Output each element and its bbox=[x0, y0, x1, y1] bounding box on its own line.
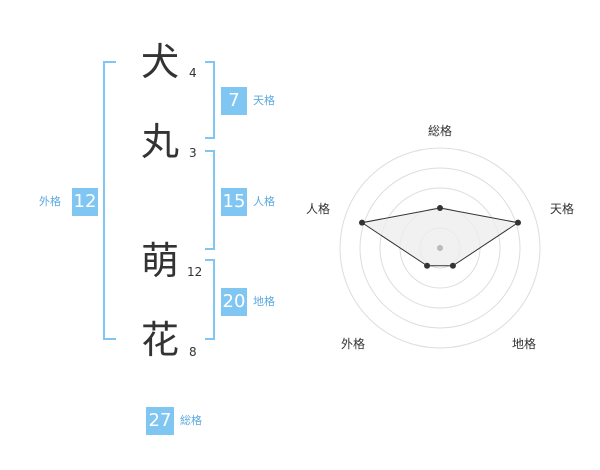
jinkaku-label: 人格 bbox=[253, 195, 275, 208]
chikaku-label: 地格 bbox=[253, 295, 275, 308]
jinkaku-value: 15 bbox=[221, 188, 247, 216]
radar-area bbox=[360, 207, 520, 267]
name-char-2-strokes: 3 bbox=[189, 146, 197, 160]
radar-ring bbox=[339, 147, 541, 349]
radar-label-tenkaku: 天格 bbox=[549, 202, 574, 216]
soukaku-value: 27 bbox=[146, 407, 174, 435]
radar-label-gaikaku: 外格 bbox=[340, 337, 365, 351]
chikaku-value: 20 bbox=[221, 288, 247, 316]
tenkaku-bracket bbox=[205, 61, 215, 139]
soukaku-label: 総格 bbox=[180, 414, 202, 427]
radar-ring bbox=[379, 187, 501, 309]
radar-point-chikaku bbox=[449, 262, 456, 269]
name-char-3-strokes: 12 bbox=[187, 265, 203, 279]
tenkaku-label: 天格 bbox=[253, 94, 275, 107]
radar-label-jinkaku: 人格 bbox=[305, 202, 330, 216]
gaikaku-label: 外格 bbox=[39, 195, 61, 208]
chikaku-bracket bbox=[205, 259, 215, 340]
name-char-4: 花 bbox=[140, 318, 179, 362]
radar-point-tenkaku bbox=[514, 219, 521, 226]
radar-label-soukaku: 総格 bbox=[427, 124, 452, 138]
name-char-4-strokes: 8 bbox=[189, 345, 197, 359]
name-char-3: 萌 bbox=[140, 239, 179, 283]
name-char-1-strokes: 4 bbox=[189, 66, 197, 80]
gaikaku-value: 12 bbox=[72, 188, 98, 216]
jinkaku-bracket bbox=[205, 150, 215, 250]
tenkaku-value: 7 bbox=[221, 87, 247, 115]
fortune-radar-chart bbox=[339, 147, 541, 349]
radar-ring bbox=[359, 167, 521, 329]
name-char-2: 丸 bbox=[140, 120, 179, 164]
name-char-1: 犬 bbox=[140, 40, 179, 84]
radar-point-jinkaku bbox=[359, 219, 366, 226]
gaikaku-bracket bbox=[103, 61, 116, 340]
radar-point-soukaku bbox=[437, 205, 443, 211]
radar-label-chikaku: 地格 bbox=[511, 337, 536, 351]
radar-point-gaikaku bbox=[424, 262, 431, 269]
radar-center-point bbox=[437, 245, 443, 251]
